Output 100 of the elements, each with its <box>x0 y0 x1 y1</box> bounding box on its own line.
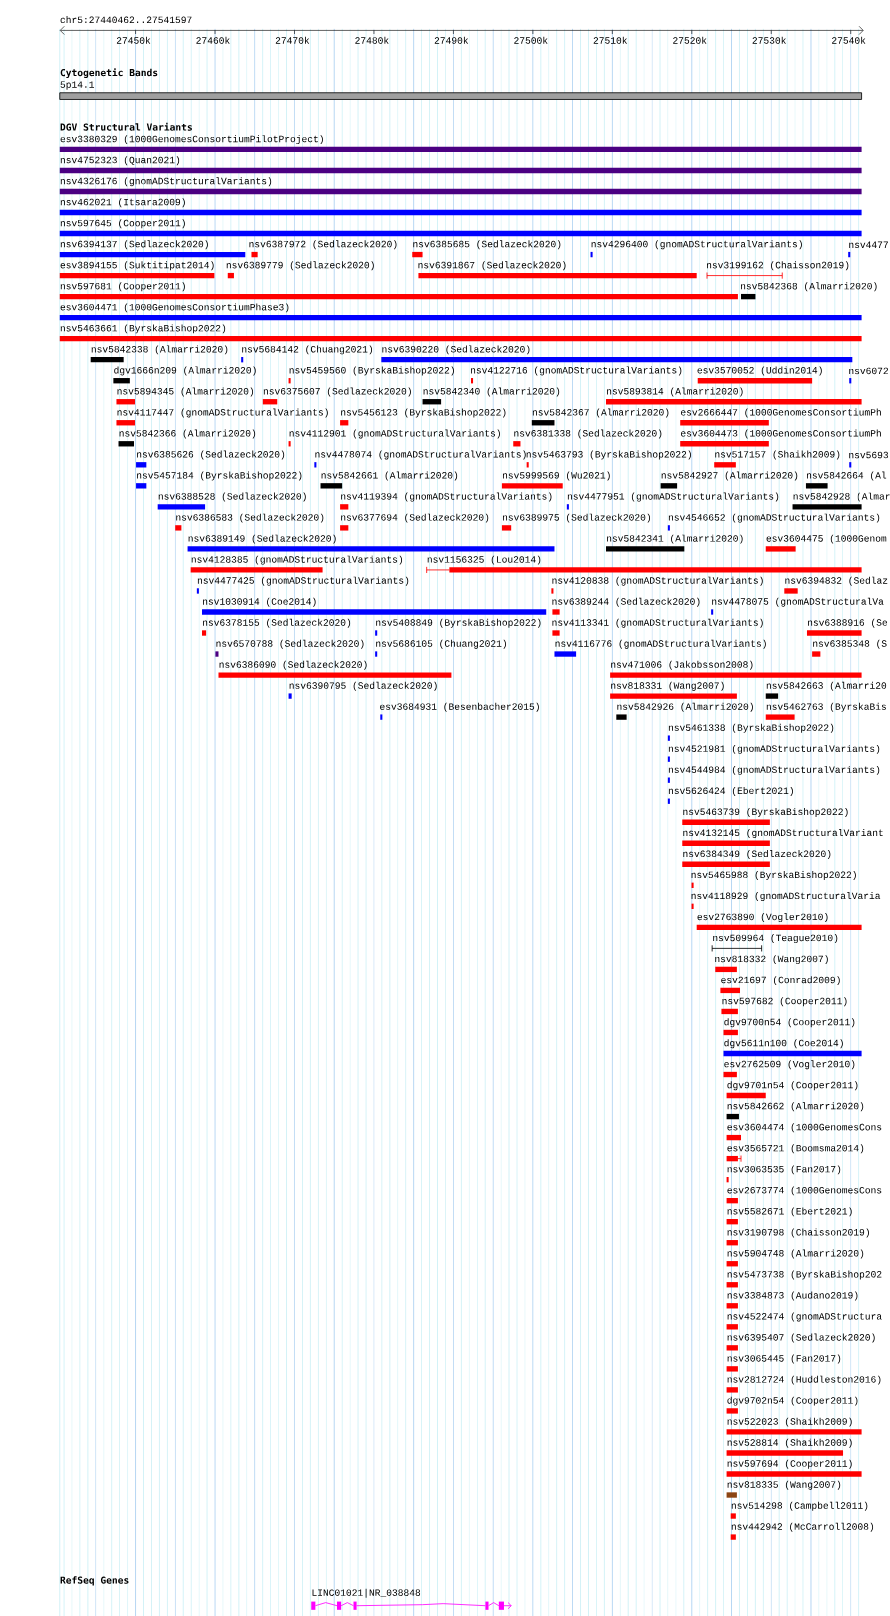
variant-label: nsv4478075 (gnomADStructuralVa <box>711 597 884 607</box>
tick-label: 27500k <box>514 36 548 44</box>
variant-label: nsv818332 (Wang2007) <box>715 955 828 965</box>
variant-label: nsv4752323 (Quan2021) <box>60 156 179 166</box>
variant-label: nsv6378155 (Sedlazeck2020) <box>202 618 350 628</box>
variant-label: nsv4120838 (gnomADStructuralVariants) <box>552 576 763 586</box>
variant-label: nsv5457184 (ByrskaBishop2022) <box>136 471 302 481</box>
variant-label: nsv6386090 (Sedlazeck2020) <box>219 660 367 670</box>
variant-label: esv2762509 (Vogler2010) <box>724 1060 855 1070</box>
variant-label: nsv514298 (Campbell2011) <box>731 1501 868 1511</box>
variant-label: nsv6389149 (Sedlazeck2020) <box>188 534 336 544</box>
variant-label: nsv1156325 (Lou2014) <box>427 555 541 565</box>
variant-label: nsv5842661 (Almarri2020) <box>321 471 457 481</box>
tick-label: 27520k <box>672 36 707 44</box>
variant-label: nsv4112901 (gnomADStructuralVariants) <box>289 429 500 439</box>
variant-label: nsv6388916 (Se <box>807 618 887 628</box>
tick-label: 27510k <box>593 36 627 44</box>
variant-label: nsv4477 <box>849 241 888 248</box>
variant-label: nsv597694 (Cooper2011) <box>727 1459 852 1469</box>
variant-label: nsv5684142 (Chuang2021) <box>242 345 372 355</box>
variant-label: nsv6387972 (Sedlazeck2020) <box>249 240 397 250</box>
variant-label: nsv5842341 (Almarri2020) <box>606 534 743 544</box>
tick-label: 27540k <box>831 36 866 44</box>
variant-label: nsv5842663 (Almarri20 <box>766 681 886 691</box>
variant-label: nsv5842340 (Almarri2020) <box>423 387 559 397</box>
variant-label: nsv6391867 (Sedlazeck2020) <box>418 261 566 271</box>
variant-label: esv3380329 (1000GenomesConsortiumPilotProject) <box>60 135 323 145</box>
variant-label: nsv4113341 (gnomADStructuralVariants) <box>552 618 763 628</box>
variant-label: nsv5842338 (Almarri2020) <box>91 345 228 355</box>
variant-label: nsv5626424 (Ebert2021) <box>668 786 793 796</box>
variant-label: nsv5904748 (Almarri2020) <box>727 1249 863 1259</box>
track-heading: DGV Structural Variants <box>60 122 192 131</box>
variant-label: nsv4128385 (gnomADStructuralVariants) <box>191 555 402 565</box>
variant-label: nsv5842366 (Almarri2020) <box>119 429 255 439</box>
variant-label: nsv5693 <box>849 451 888 459</box>
variant-label: nsv4546652 (gnomADStructuralVariants) <box>668 513 879 523</box>
variant-label: nsv5456123 (ByrskaBishop2022) <box>340 408 506 418</box>
variant-label: nsv5462763 (ByrskaBis <box>766 702 886 712</box>
variant-label: dgv9700n54 (Cooper2011) <box>724 1018 855 1028</box>
variant-label: nsv5842664 (Al <box>806 471 886 481</box>
variant-label: nsv5842928 (Almar <box>793 492 890 502</box>
variant-label: nsv4296400 (gnomADStructuralVariants) <box>591 240 802 250</box>
variant-label: nsv6390220 (Sedlazeck2020) <box>382 345 530 355</box>
variant-label: nsv5893814 (Almarri2020) <box>606 387 743 397</box>
variant-label: nsv6570788 (Sedlazeck2020) <box>216 639 364 649</box>
variant-label: nsv6385348 (S <box>812 639 887 649</box>
variant-label: nsv5842367 (Almarri2020) <box>532 408 669 418</box>
variant-label: nsv6377694 (Sedlazeck2020) <box>340 513 488 523</box>
variant-label: nsv5461338 (ByrskaBishop2022) <box>668 723 833 733</box>
variant-label: nsv6072 <box>849 367 888 375</box>
variant-label: nsv6375607 (Sedlazeck2020) <box>263 387 411 397</box>
variant-label: esv3894155 (Suktitipat2014) <box>60 261 214 271</box>
variant-label: nsv4544984 (gnomADStructuralVariants) <box>668 765 879 775</box>
variant-label: dgv9701n54 (Cooper2011) <box>727 1081 858 1091</box>
variant-label: nsv4132145 (gnomADStructuralVariant <box>683 829 883 838</box>
variant-label: dgv9702n54 (Cooper2011) <box>727 1396 858 1406</box>
variant-label: nsv471006 (Jakobsson2008) <box>610 660 753 670</box>
variant-label: nsv818335 (Wang2007) <box>727 1480 840 1490</box>
variant-label: esv3604474 (1000GenomesCons <box>727 1123 882 1133</box>
variant-label: nsv5582671 (Ebert2021) <box>727 1207 852 1217</box>
variant-label: nsv2812724 (Huddleston2016) <box>727 1375 881 1385</box>
variant-label: esv3604471 (1000GenomesConsortiumPhase3) <box>60 303 289 313</box>
variant-label: nsv6384349 (Sedlazeck2020) <box>683 850 831 859</box>
variant-label: esv3684931 (Besenbacher2015) <box>379 702 539 712</box>
variant-label: nsv4117447 (gnomADStructuralVariants) <box>117 408 328 418</box>
band-label: 5p14.1 <box>60 81 94 90</box>
variant-label: nsv1030914 (Coe2014) <box>202 597 316 607</box>
variant-label: nsv597681 (Cooper2011) <box>60 282 185 292</box>
variant-label: nsv5842368 (Almarri2020) <box>740 282 877 292</box>
variant-label: nsv5473738 (ByrskaBishop202 <box>727 1270 882 1280</box>
track-heading: Cytogenetic Bands <box>60 68 158 79</box>
variant-label: esv3565721 (Boomsma2014) <box>727 1144 863 1154</box>
variant-label: nsv462021 (Itsara2009) <box>60 198 185 208</box>
variant-label: nsv3199162 (Chaisson2019) <box>706 261 849 271</box>
variant-label: nsv509964 (Teague2010) <box>713 934 838 944</box>
variant-label: nsv6395407 (Sedlazeck2020) <box>727 1333 875 1343</box>
variant-label: nsv4477951 (gnomADStructuralVariants) <box>567 492 778 502</box>
variant-label: nsv3063535 (Fan2017) <box>727 1165 840 1175</box>
variant-label: esv3604473 (1000GenomesConsortiumPh <box>680 429 881 439</box>
variant-label: nsv3190798 (Chaisson2019) <box>727 1228 869 1238</box>
variant-label: nsv5463793 (ByrskaBishop2022) <box>526 450 691 460</box>
variant-label: nsv6385685 (Sedlazeck2020) <box>413 240 561 250</box>
variant-label: nsv6389244 (Sedlazeck2020) <box>552 597 700 607</box>
variant-label: nsv5999569 (Wu2021) <box>502 471 610 481</box>
variant-label: nsv6381338 (Sedlazeck2020) <box>514 429 662 439</box>
variant-label: nsv4116776 (gnomADStructuralVariants) <box>555 639 766 649</box>
variant-label: nsv5465988 (ByrskaBishop2022) <box>691 871 856 880</box>
variant-label: nsv4477425 (gnomADStructuralVariants) <box>197 576 408 586</box>
variant-label: nsv5894345 (Almarri2020) <box>117 387 253 397</box>
variant-label: nsv5463661 (ByrskaBishop2022) <box>60 324 225 334</box>
variant-label: nsv4522474 (gnomADStructura <box>727 1312 882 1322</box>
variant-label: nsv597645 (Cooper2011) <box>60 219 185 229</box>
tick-label: 27490k <box>434 36 468 44</box>
variant-label: nsv442942 (McCarroll2008) <box>731 1522 873 1532</box>
variant-label: nsv6386583 (Sedlazeck2020) <box>176 513 324 523</box>
variant-label: nsv5459560 (ByrskaBishop2022) <box>289 366 454 376</box>
variant-label: nsv517157 (Shaikh2009) <box>715 450 840 460</box>
gene-label: LINC01021|NR_038848 <box>312 1588 420 1598</box>
track-heading: RefSeq Genes <box>60 1576 129 1586</box>
variant-label: nsv6389975 (Sedlazeck2020) <box>502 513 650 523</box>
